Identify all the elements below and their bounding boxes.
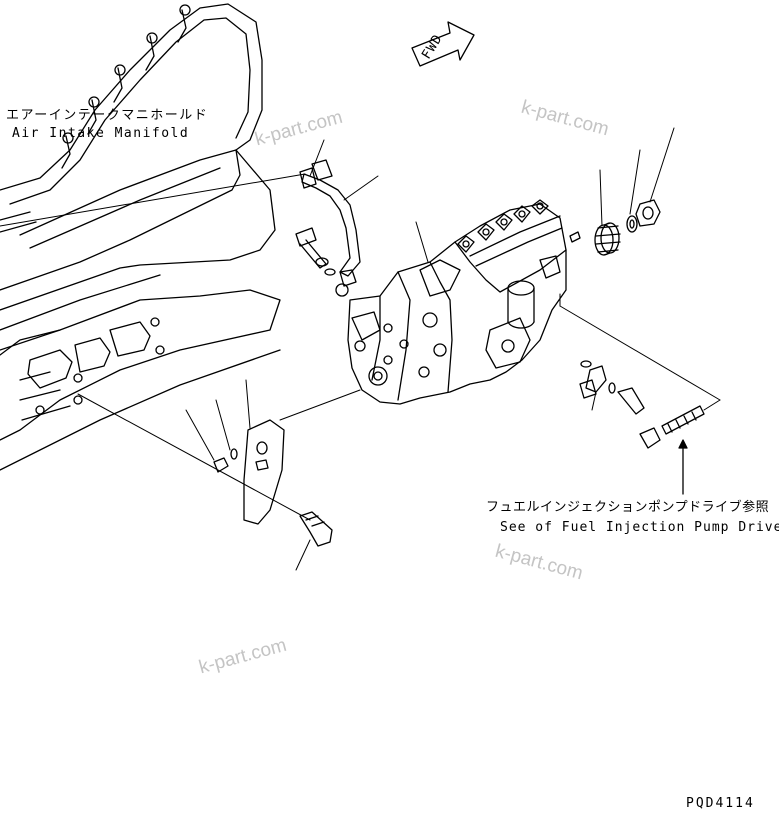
stud-bolt xyxy=(639,405,705,449)
gear-washer xyxy=(626,215,638,233)
fwd-arrow xyxy=(411,21,475,67)
drawing-code: PQD4114 xyxy=(686,796,755,811)
gear-nut xyxy=(635,199,661,227)
pump-bracket xyxy=(243,419,285,525)
woodruff-key xyxy=(569,231,581,243)
pump-drive-label-jp: フュエルインジェクションポンプドライブ参照 xyxy=(486,500,770,515)
drive-gear xyxy=(594,222,621,256)
air-intake-label-jp: エアーインテークマニホールド xyxy=(6,108,209,123)
air-intake-label-en: Air Intake Manifold xyxy=(12,126,190,141)
fuel-injection-pump xyxy=(347,199,567,405)
mount-bolt-set xyxy=(579,360,645,415)
air-intake-manifold xyxy=(0,3,281,471)
pump-drive-label-en: See of Fuel Injection Pump Drive xyxy=(500,520,779,535)
fuel-tube xyxy=(299,159,361,297)
bracket-nut-washer xyxy=(213,448,238,473)
bolt-washer-set xyxy=(295,227,336,276)
callout-lines xyxy=(0,127,721,571)
pump-drive-arrow xyxy=(678,439,688,495)
